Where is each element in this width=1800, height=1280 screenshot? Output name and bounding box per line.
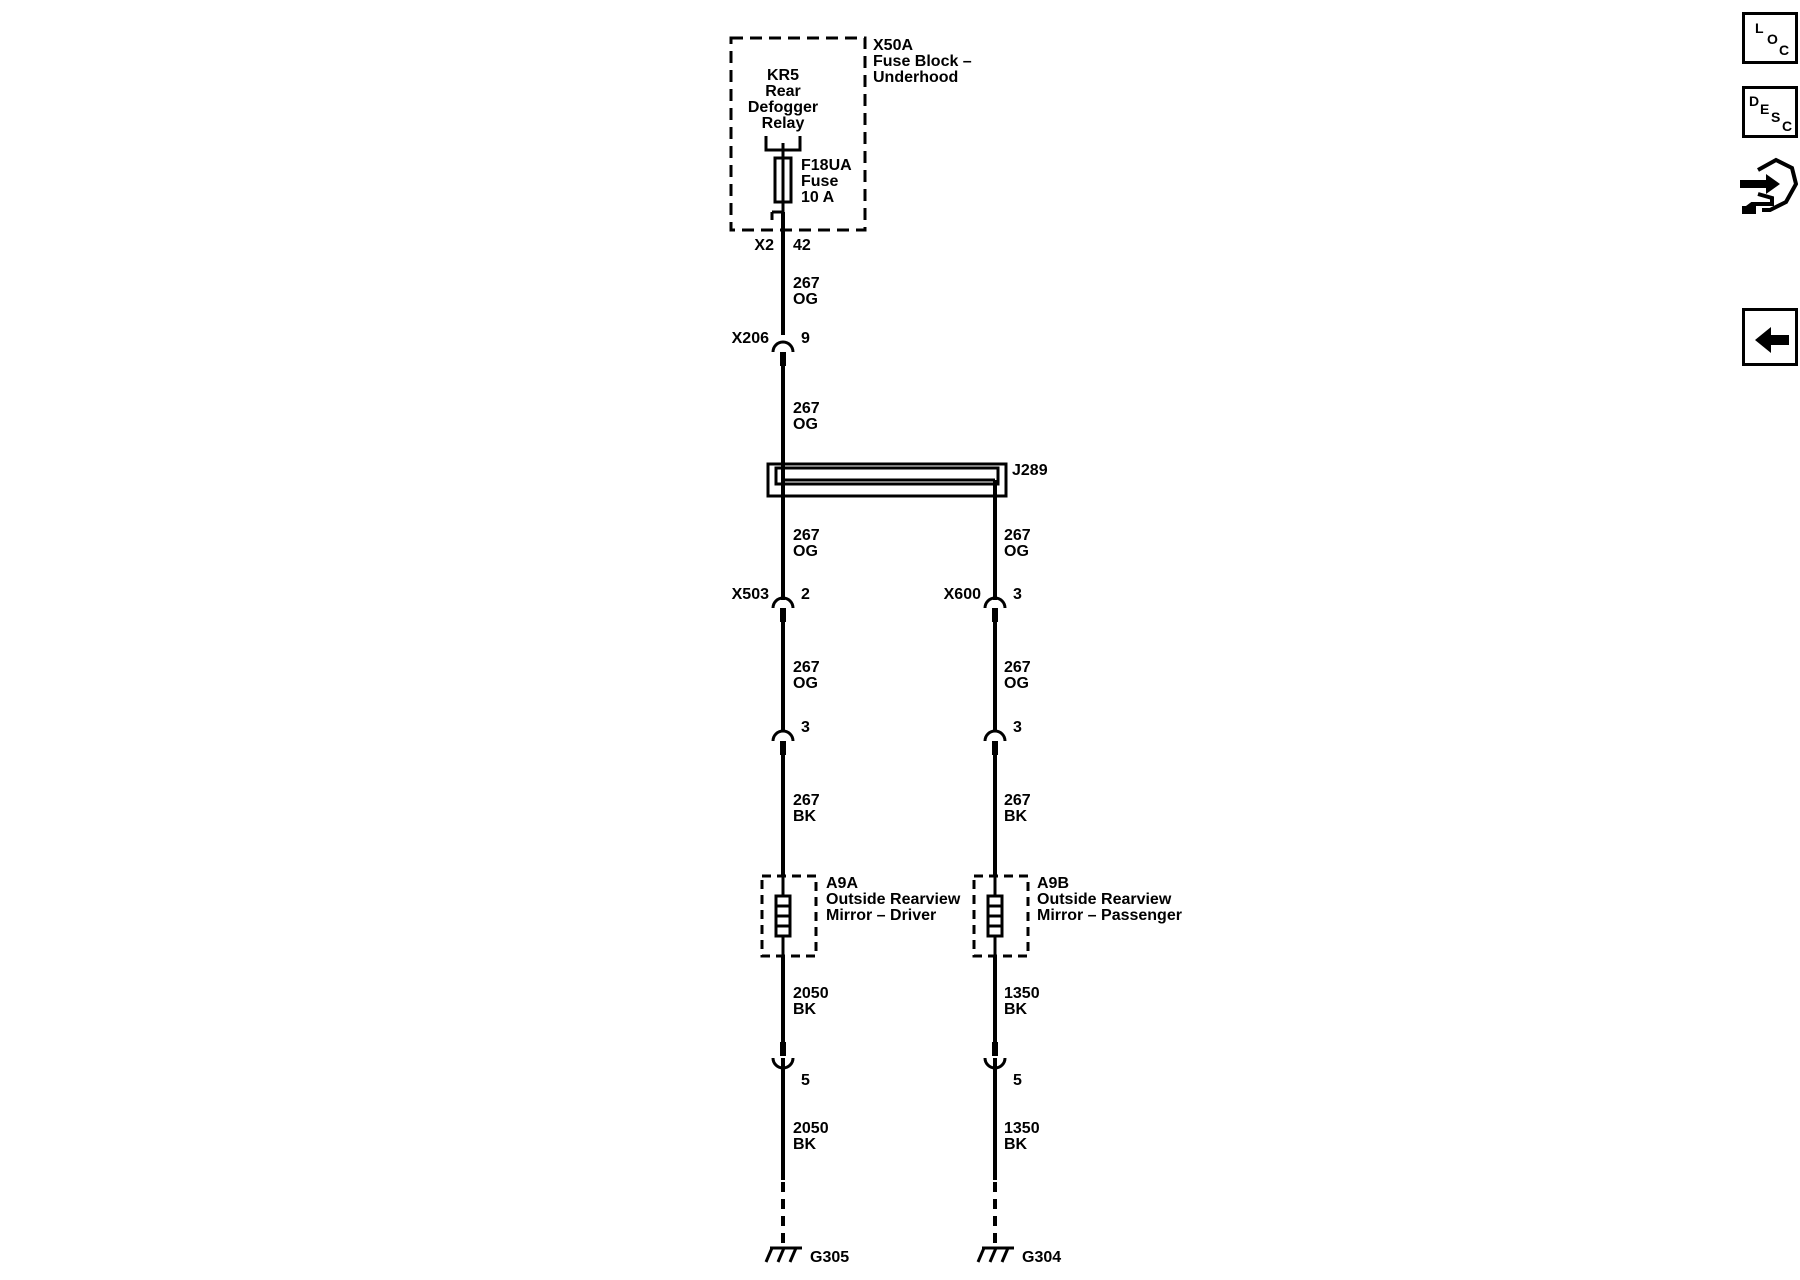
wire-label-color: BK xyxy=(793,1001,817,1018)
connector-mirror-driver-in-pin: 3 xyxy=(801,719,810,736)
ground-g304-label: G304 xyxy=(1022,1249,1061,1266)
fuse-block-connector-id: X2 xyxy=(754,237,774,254)
splice-id: J289 xyxy=(1012,462,1048,479)
connector-mirror-driver-out xyxy=(771,1042,795,1070)
fuse-block-name-line1: Fuse Block – xyxy=(873,53,972,70)
loc-letter-l: L xyxy=(1755,20,1764,36)
ground-leads xyxy=(781,1182,997,1244)
mirror-driver-name-line2: Mirror – Driver xyxy=(826,907,936,924)
repair-procedure-button[interactable] xyxy=(1736,154,1799,224)
wire-label-color: BK xyxy=(793,808,817,825)
connector-x206-symbol xyxy=(771,340,795,366)
splice-j289 xyxy=(766,462,1008,498)
wire-label-color: BK xyxy=(793,1136,817,1153)
connector-x600-symbol xyxy=(983,596,1007,622)
mirror-driver-id: A9A xyxy=(826,875,858,892)
wire-label-circuit: 2050 xyxy=(793,1120,829,1137)
relay-label-line2: Defogger xyxy=(748,99,818,116)
connector-mirror-driver-out-pin: 5 xyxy=(801,1072,810,1089)
mirror-passenger-heater-element xyxy=(986,876,1004,956)
desc-letter-d: D xyxy=(1749,93,1759,109)
wire-label-circuit: 267 xyxy=(1004,792,1031,809)
connector-x206-id: X206 xyxy=(732,330,769,347)
connector-x503-pin: 2 xyxy=(801,586,810,603)
connector-mirror-passenger-in-pin: 3 xyxy=(1013,719,1022,736)
description-button[interactable]: D E S C xyxy=(1742,86,1798,138)
desc-letter-s: S xyxy=(1771,109,1780,125)
mirror-driver-outline xyxy=(760,874,818,958)
loc-letter-o: O xyxy=(1767,31,1778,47)
connector-mirror-passenger-in xyxy=(983,729,1007,755)
back-button[interactable] xyxy=(1742,308,1798,366)
relay-label-line3: Relay xyxy=(762,115,805,132)
wire-label-color: OG xyxy=(793,291,818,308)
mirror-driver-name-line1: Outside Rearview xyxy=(826,891,961,908)
wire-label-circuit: 267 xyxy=(793,400,820,417)
desc-letter-c: C xyxy=(1782,118,1792,134)
ground-g305-label: G305 xyxy=(810,1249,849,1266)
location-button[interactable]: L O C xyxy=(1742,12,1798,64)
wire-label-circuit: 1350 xyxy=(1004,985,1040,1002)
wire-label-circuit: 267 xyxy=(793,527,820,544)
ground-g304-icon xyxy=(976,1246,1014,1263)
wire-label-circuit: 267 xyxy=(793,659,820,676)
desc-letter-e: E xyxy=(1760,101,1769,117)
wire-label-color: BK xyxy=(1004,1136,1028,1153)
connector-x503-id: X503 xyxy=(732,586,769,603)
ground-g305-icon xyxy=(764,1246,802,1263)
fuse-type: Fuse xyxy=(801,173,838,190)
connector-x600-id: X600 xyxy=(944,586,981,603)
wire-label-color: BK xyxy=(1004,1001,1028,1018)
relay-id: KR5 xyxy=(767,67,799,84)
wrench-arrows-icon xyxy=(1740,157,1799,214)
wire-label-circuit: 267 xyxy=(793,792,820,809)
desc-icon: D E S C xyxy=(1749,93,1792,134)
fuse-rating: 10 A xyxy=(801,189,835,206)
fuse-block-name-line2: Underhood xyxy=(873,69,958,86)
arrow-left-icon xyxy=(1755,327,1789,353)
wire-label-circuit: 267 xyxy=(1004,659,1031,676)
wire-label-circuit: 1350 xyxy=(1004,1120,1040,1137)
relay-label-line1: Rear xyxy=(765,83,801,100)
fuse-block-connector-pin: 42 xyxy=(793,237,811,254)
fuse-block-outline xyxy=(729,36,867,232)
fuse-block-id: X50A xyxy=(873,37,913,54)
wire-label-color: OG xyxy=(1004,675,1029,692)
fuse-id: F18UA xyxy=(801,157,852,174)
wire-label-circuit: 267 xyxy=(1004,527,1031,544)
connector-x503-symbol xyxy=(771,596,795,622)
fuse-symbol xyxy=(770,156,793,220)
connector-mirror-driver-in xyxy=(771,729,795,755)
connector-mirror-passenger-out xyxy=(983,1042,1007,1070)
wire-label-circuit: 267 xyxy=(793,275,820,292)
mirror-passenger-name-line1: Outside Rearview xyxy=(1037,891,1172,908)
connector-x206-pin: 9 xyxy=(801,330,810,347)
mirror-passenger-name-line2: Mirror – Passenger xyxy=(1037,907,1182,924)
wire-label-color: OG xyxy=(793,675,818,692)
mirror-passenger-id: A9B xyxy=(1037,875,1069,892)
wire-label-color: OG xyxy=(793,543,818,560)
mirror-driver-heater-element xyxy=(774,876,792,956)
loc-letter-c: C xyxy=(1779,42,1789,58)
connector-mirror-passenger-out-pin: 5 xyxy=(1013,1072,1022,1089)
wire-label-circuit: 2050 xyxy=(793,985,829,1002)
loc-icon: L O C xyxy=(1755,20,1789,58)
wire-label-color: BK xyxy=(1004,808,1028,825)
connector-x600-pin: 3 xyxy=(1013,586,1022,603)
wire-label-color: OG xyxy=(1004,543,1029,560)
relay-contact-symbol xyxy=(764,136,802,158)
wire-label-color: OG xyxy=(793,416,818,433)
